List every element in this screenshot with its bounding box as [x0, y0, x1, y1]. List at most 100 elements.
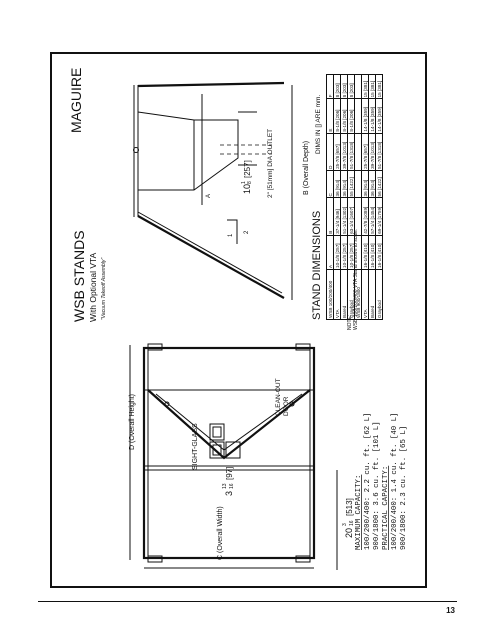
table-cell: VTA: [333, 269, 341, 320]
side-dim-10-den: 8: [247, 181, 253, 184]
table-header-cell: B: [326, 197, 334, 236]
dim-97: [97]: [225, 467, 234, 480]
table-cell: 14-1/8 [359]: [361, 98, 369, 134]
max-capacity-heading: MAXIMUM CAPACITY:: [355, 475, 363, 550]
table-header-cell: E: [326, 98, 334, 134]
side-dim-257: [257]: [243, 160, 252, 178]
drawing-canvas: MAGUIRE WSB STANDS With Optional VTA "Va…: [68, 68, 408, 570]
side-view: A 10 1 8 [257] 2" [51mm] DIA OUTLET B (O…: [133, 81, 310, 300]
table-cell: 57-1/4 [1454]: [368, 197, 376, 236]
table-cell: 37-1/4 [946]: [333, 197, 341, 236]
sight-glass-label: SIGHT-GLASS: [192, 423, 199, 470]
dim-20-num: 3: [342, 523, 348, 526]
table-cell: 8 [203]: [340, 74, 348, 99]
table-cell: 42-7/8 [1089]: [361, 197, 369, 236]
table-cell: 15 [381]: [375, 74, 383, 99]
table-cell: 36 [914]: [333, 170, 341, 198]
side-dim-10: 10: [242, 184, 252, 194]
practical-capacity-line-1: 100/200/400: 1.4 cu. ft. [40 L]: [391, 413, 399, 551]
units-note: DIMS IN [] ARE mm.: [315, 95, 322, 154]
table-header-cell: F: [326, 74, 334, 99]
table-cell: 39-7/8 [1013]: [340, 133, 348, 171]
rotated-drawing: MAGUIRE WSB STANDS With Optional VTA "Va…: [52, 54, 425, 586]
brand-logo: MAGUIRE: [68, 68, 84, 133]
max-capacity-line-2: 900/1800: 3.6 cu. ft. [101 L]: [373, 421, 381, 550]
clean-out-label-2: DOOR: [283, 396, 290, 416]
table-cell: VTA: [361, 269, 369, 320]
table-header-cell: C: [326, 170, 334, 198]
table-cell: 16-1/8 [410]: [375, 235, 383, 270]
table-cell: Bared: [368, 269, 376, 320]
table-cell: 39-7/8 [1013]: [368, 133, 376, 171]
dim-3-den: 16: [229, 483, 235, 489]
table-cell: Graybod: [375, 269, 383, 320]
table-cell: 36 [914]: [361, 170, 369, 198]
table-cell: 14-1/8 [359]: [375, 98, 383, 134]
table-cell: [354, 98, 362, 134]
slope-2: 2: [244, 230, 250, 234]
dim-3-num: 13: [222, 483, 228, 489]
table-cell: 14-1/8 [359]: [368, 98, 376, 134]
footer-rule: [38, 601, 457, 602]
table-cell: 51-7/8 [1318]: [347, 133, 355, 171]
table-cell: Bared: [340, 269, 348, 320]
table-cell: 8 [203]: [333, 74, 341, 99]
dim-513: [513]: [345, 498, 354, 516]
stand-note-1: NOTE:: [347, 315, 353, 330]
table-cell: 8-1/8 [206]: [347, 98, 355, 134]
table-header-cell: A: [326, 235, 334, 270]
page-title: WSB STANDS: [71, 230, 87, 322]
table-header-cell: WSB 100/200/400: [326, 269, 334, 320]
table-cell: 55 [1422]: [347, 170, 355, 198]
table-cell: 36 [914]: [340, 170, 348, 198]
practical-capacity-heading: PRACTICAL CAPACITY:: [382, 466, 390, 550]
table-cell: 15 [381]: [368, 74, 376, 99]
dimensions-title: STAND DIMENSIONS: [311, 211, 323, 320]
stand-note-2: WSB 100/200/400 VTA Stand shown to scale…: [353, 229, 359, 330]
table-cell: 25-7/8 [657]: [361, 133, 369, 171]
table-cell: 8 [203]: [347, 74, 355, 99]
table-cell: 69-1/4 [1759]: [375, 197, 383, 236]
table-cell: 15 [381]: [361, 74, 369, 99]
table-cell: 8-1/8 [206]: [340, 98, 348, 134]
drawing-sheet: MAGUIRE WSB STANDS With Optional VTA "Va…: [50, 52, 427, 588]
side-dim-a: A: [206, 194, 212, 198]
table-cell: 51-7/8 [1318]: [375, 133, 383, 171]
page-subtitle: With Optional VTA: [88, 252, 98, 322]
table-cell: 56 [1422]: [375, 170, 383, 198]
dim-20: 20: [344, 528, 354, 538]
front-view: D (Overall Height) C (Overall Width): [129, 343, 355, 570]
clean-out-label-1: CLEAN-OUT: [275, 378, 282, 416]
table-cell: 36 [914]: [368, 170, 376, 198]
dim-20-den: 16: [349, 520, 355, 526]
overall-width-label: C (Overall Width): [217, 506, 224, 560]
table-cell: [354, 74, 362, 99]
table-cell: 10-1/8 [257]: [340, 235, 348, 270]
max-capacity-line-1: 100/200/400: 2.2 cu. ft. [62 L]: [364, 413, 372, 551]
table-cell: 16-1/8 [410]: [368, 235, 376, 270]
side-dim-10-num: 1: [241, 181, 247, 184]
vta-note: "Vacuum Takeoff Assembly": [101, 258, 107, 320]
outlet-label: 2" [51mm] DIA OUTLET: [267, 129, 274, 198]
practical-capacity-line-2: 900/1800: 2.3 cu. ft. [65 L]: [400, 426, 408, 550]
table-cell: 10-1/8 [257]: [333, 235, 341, 270]
dim-3: 3: [224, 491, 234, 496]
table-cell: [354, 170, 362, 198]
overall-height-label: D (Overall Height): [129, 394, 136, 450]
overall-depth-label: B (Overall Depth): [303, 141, 310, 195]
table-header-cell: D: [326, 133, 334, 171]
table-cell: 25-7/8 [657]: [333, 133, 341, 171]
table-cell: 8-1/8 [206]: [333, 98, 341, 134]
page-number: 13: [446, 606, 455, 615]
table-cell: 51-1/4 [1302]: [340, 197, 348, 236]
capacity-block: MAXIMUM CAPACITY: 100/200/400: 2.2 cu. f…: [355, 413, 408, 551]
table-cell: 16-1/8 [410]: [361, 235, 369, 270]
table-cell: [354, 133, 362, 171]
slope-1: 1: [228, 233, 234, 237]
